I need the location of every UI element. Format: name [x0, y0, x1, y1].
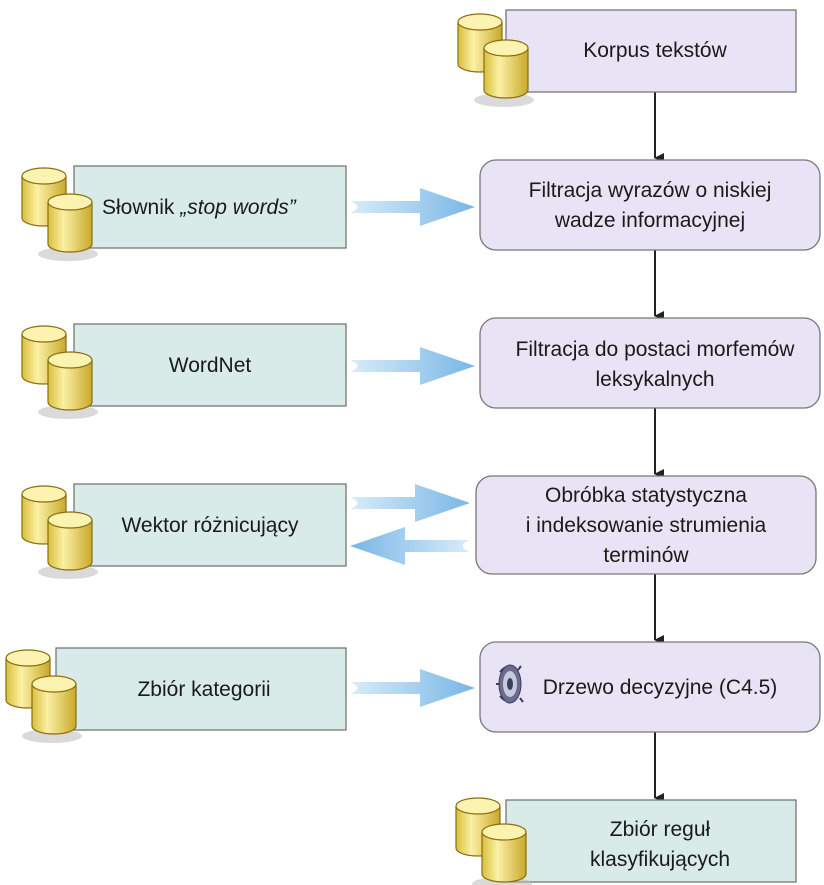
- wide-arrow-wektor-to-obrobka: [350, 484, 470, 522]
- source-label: WordNet: [169, 354, 252, 377]
- source-slownik-stop-words: Słownik „stop words”: [22, 165, 347, 261]
- node-label: Korpus tekstów: [583, 39, 727, 62]
- node-label-line-2: i indeksowanie strumienia: [526, 514, 767, 537]
- wide-arrow-wordnet-to-morfemy: [350, 347, 475, 385]
- source-wektor-roznicujacy: Wektor różnicujący: [22, 483, 347, 579]
- source-zbior-kategorii: Zbiór kategorii: [6, 647, 347, 743]
- source-label: Słownik „stop words”: [102, 196, 297, 219]
- node-filtracja-morfemow: Filtracja do postaci morfemów leksykalny…: [479, 317, 821, 409]
- node-filtracja-wyrazow: Filtracja wyrazów o niskiej wadze inform…: [479, 159, 821, 251]
- node-obrobka-statystyczna: Obróbka statystyczna i indeksowanie stru…: [475, 475, 817, 575]
- node-label-line-1: Zbiór reguł: [610, 818, 711, 841]
- wide-arrow-slownik-to-filtracja: [350, 188, 475, 226]
- node-label-line-1: Filtracja wyrazów o niskiej: [529, 179, 772, 202]
- wide-arrow-kategorie-to-drzewo: [350, 669, 475, 707]
- gear-icon: [496, 664, 524, 704]
- wide-arrow-obrobka-to-wektor: [350, 527, 470, 565]
- source-label: Zbiór kategorii: [137, 678, 270, 701]
- node-label-line-2: klasyfikujących: [590, 848, 730, 871]
- source-wordnet: WordNet: [22, 323, 347, 419]
- node-label-line-1: Obróbka statystyczna: [545, 484, 747, 507]
- node-label-line-2: wadze informacyjnej: [554, 209, 745, 232]
- node-drzewo-decyzyjne: Drzewo decyzyjne (C4.5): [479, 641, 821, 733]
- node-label: Drzewo decyzyjne (C4.5): [543, 676, 778, 699]
- node-korpus-tekstow: Korpus tekstów: [458, 9, 797, 107]
- node-label-line-2: leksykalnych: [595, 368, 714, 391]
- node-label-line-3: terminów: [603, 544, 689, 567]
- node-zbior-regul: Zbiór reguł klasyfikujących: [456, 798, 797, 885]
- node-label-line-1: Filtracja do postaci morfemów: [516, 338, 796, 361]
- source-label: Wektor różnicujący: [121, 514, 299, 537]
